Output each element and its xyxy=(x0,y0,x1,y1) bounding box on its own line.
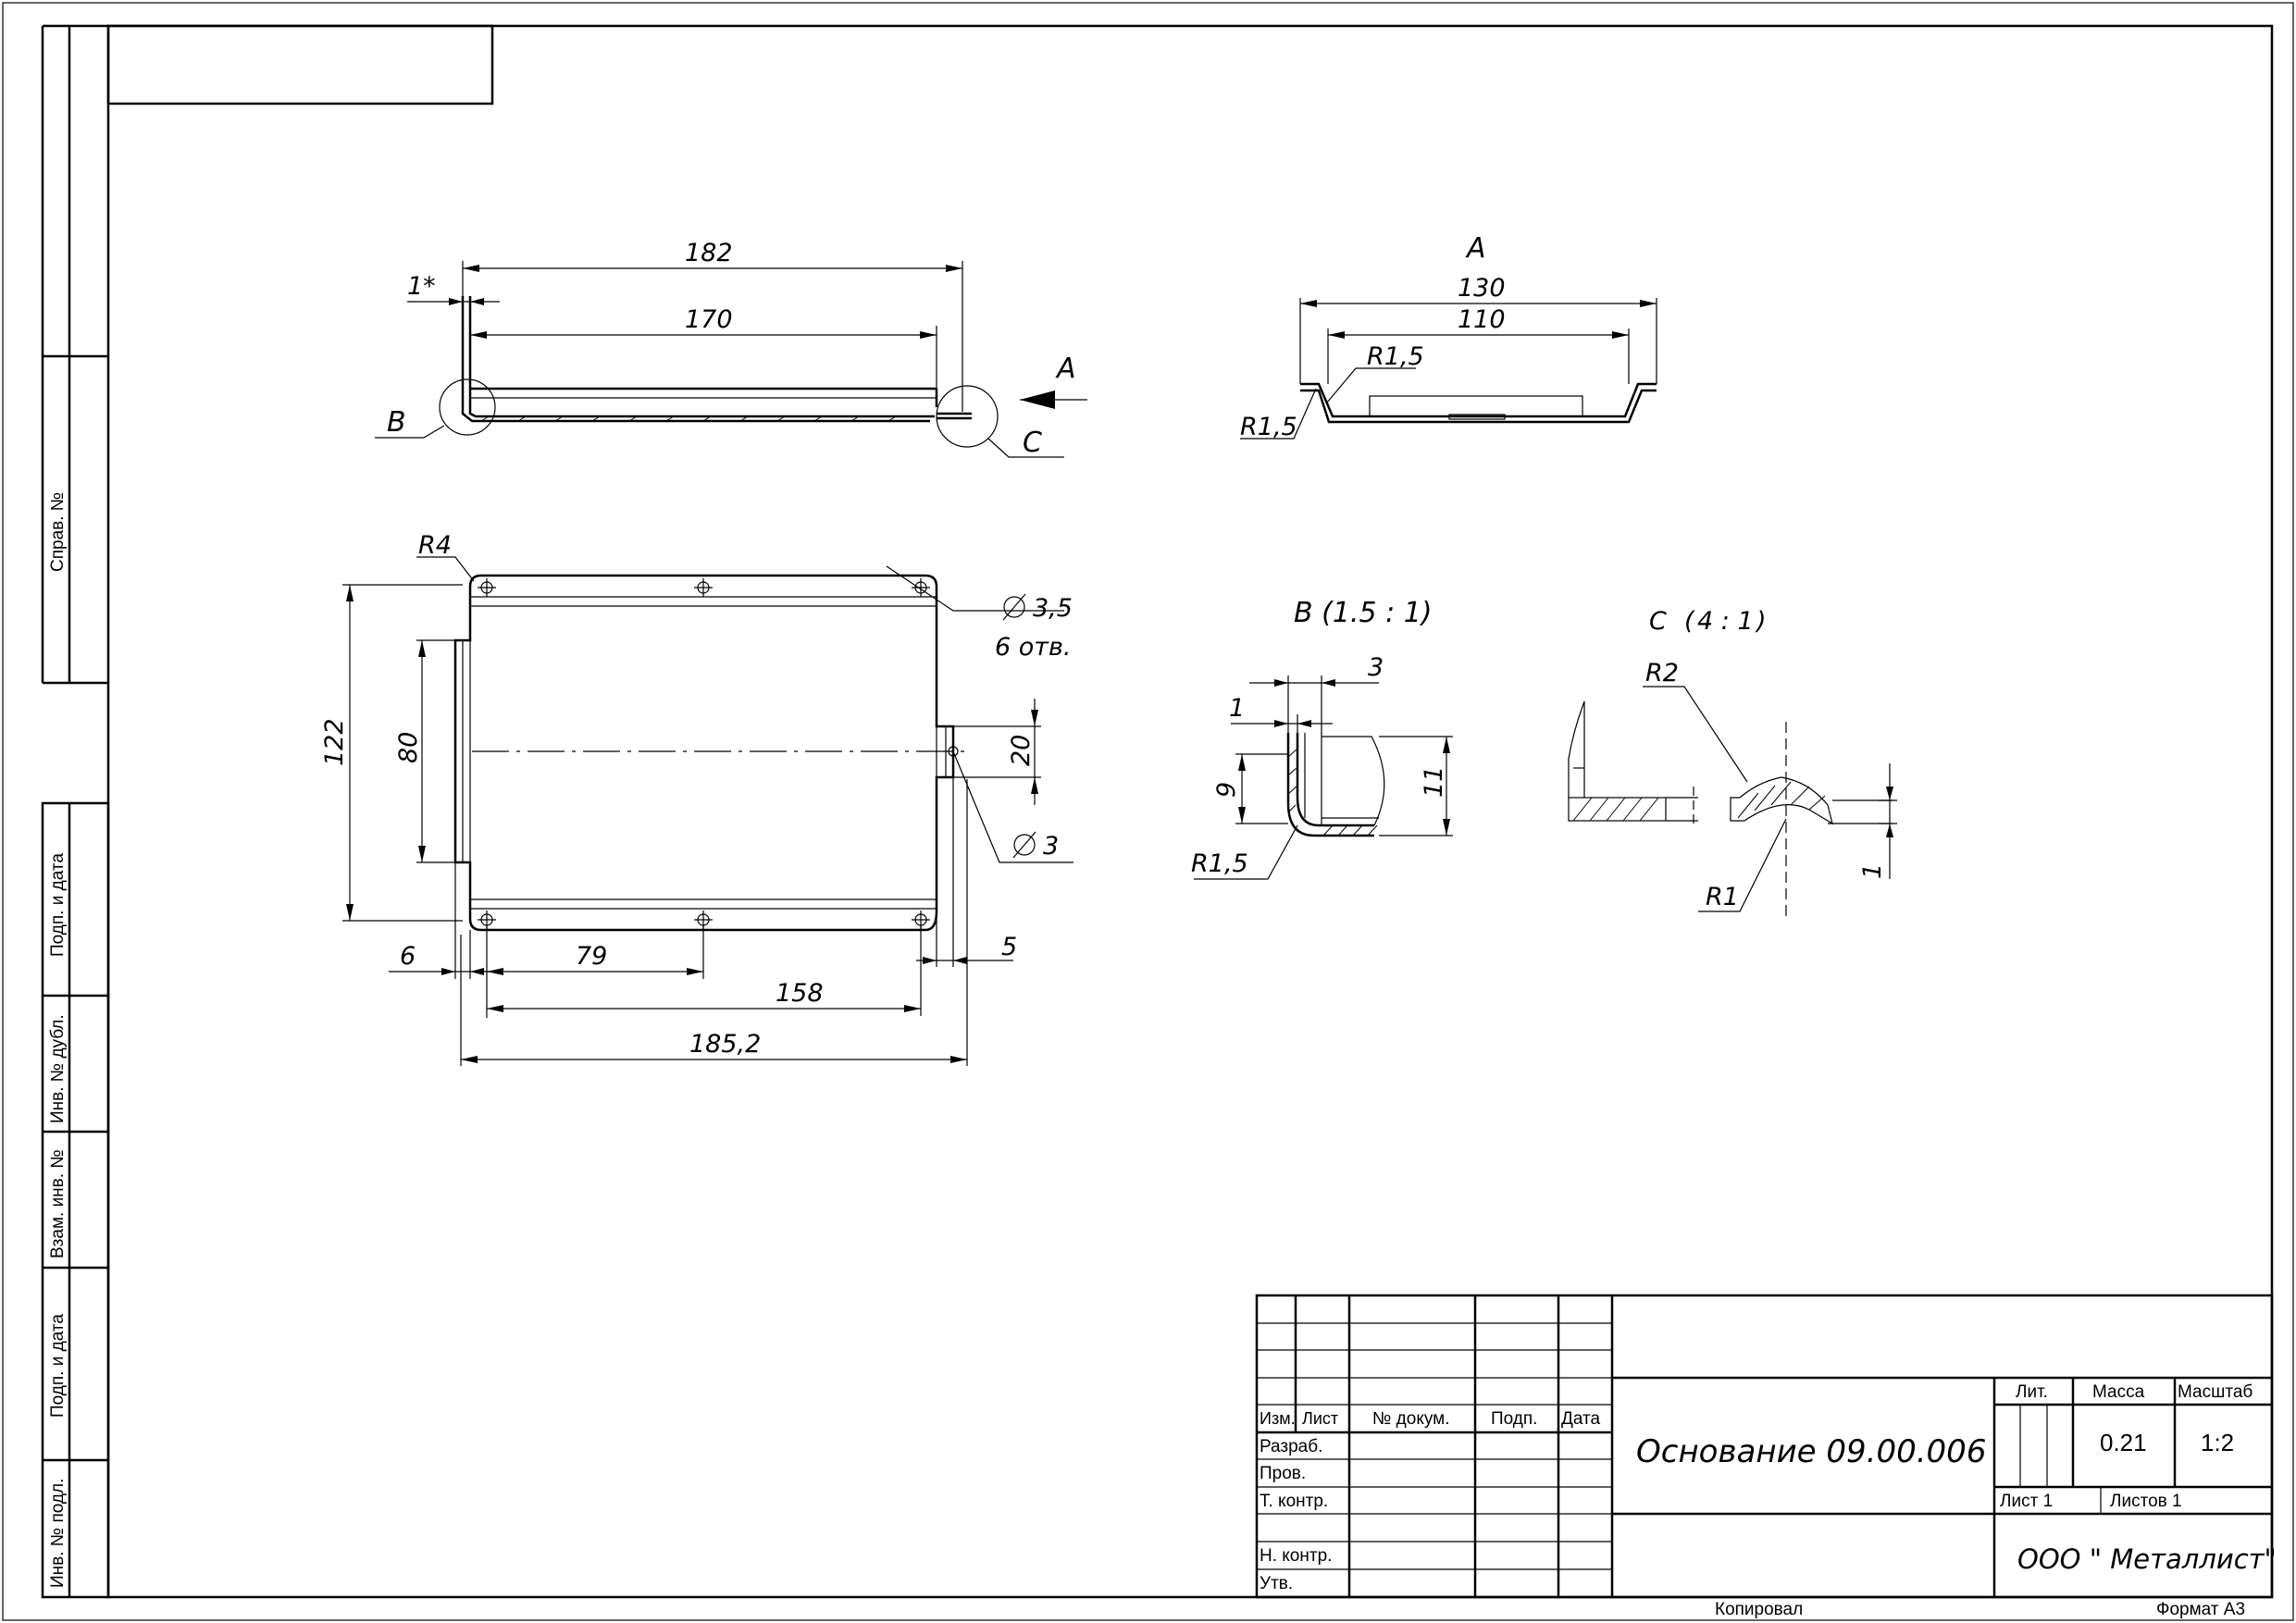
dim-80: 80 xyxy=(394,732,423,763)
sheet-footer: Копировал Формат А3 xyxy=(1715,1600,2245,1619)
col-data: Дата xyxy=(1561,1409,1601,1429)
sheet-count: Листов 1 xyxy=(2110,1492,2182,1511)
detail-b-title: B (1.5 : 1) xyxy=(1294,597,1433,629)
dim-20: 20 xyxy=(1007,735,1036,766)
dim-170: 170 xyxy=(685,305,733,334)
organization: ООО " Металлист" xyxy=(2017,1543,2277,1575)
side-label-inv-dubl: Инв. № дубл. xyxy=(48,1014,68,1123)
detail-b-dim-1: 1 xyxy=(1229,694,1245,723)
view-a: A 130 110 R1,5 R1,5 xyxy=(1240,232,1657,441)
detail-c-paren-close: ) xyxy=(1755,607,1767,636)
dim-130: 130 xyxy=(1458,274,1506,303)
row-prov: Пров. xyxy=(1260,1464,1306,1483)
hole-diameter: 3,5 xyxy=(1033,594,1073,623)
detail-c-dim-1: 1 xyxy=(1858,863,1887,879)
side-label-vzam-inv: Взам. инв. № xyxy=(48,1149,68,1258)
hole-diameter-3: 3 xyxy=(1043,832,1059,861)
detail-c-paren-open: ( xyxy=(1684,607,1695,636)
side-label-podp-data-1: Подп. и дата xyxy=(48,853,68,957)
view-a-title: A xyxy=(1465,232,1486,265)
detail-c-letter: C xyxy=(1649,607,1667,636)
detail-c-r2: R2 xyxy=(1645,659,1679,688)
col-dokum: № докум. xyxy=(1372,1409,1449,1429)
sheet-number: Лист 1 xyxy=(2000,1492,2053,1511)
detail-c: C ( 4 : 1 ) R2 R1 1 xyxy=(1568,607,1897,916)
masshtab-label: Масштаб xyxy=(2178,1382,2253,1402)
lit-label: Лит. xyxy=(2016,1382,2048,1402)
detail-b-dim-11: 11 xyxy=(1420,766,1448,798)
col-list: Лист xyxy=(1302,1409,1338,1428)
col-podp: Подп. xyxy=(1491,1409,1537,1429)
dim-185-2: 185,2 xyxy=(689,1030,761,1059)
footer-copied: Копировал xyxy=(1715,1600,1803,1619)
detail-b-radius: R1,5 xyxy=(1191,849,1248,878)
dim-6: 6 xyxy=(400,942,416,971)
hole-count: 6 отв. xyxy=(995,633,1072,662)
detail-b-dim-9: 9 xyxy=(1212,782,1241,798)
dim-1-star: 1* xyxy=(407,272,436,301)
dim-182: 182 xyxy=(685,239,733,267)
radius-top: R1,5 xyxy=(1367,342,1424,371)
radius-r4: R4 xyxy=(418,531,452,560)
row-utv: Утв. xyxy=(1260,1574,1293,1593)
row-nkontr: Н. контр. xyxy=(1260,1546,1332,1566)
dim-122: 122 xyxy=(320,718,349,766)
title-block: Изм. Лист № докум. Подп. Дата Разраб. Пр… xyxy=(1255,1294,2277,1599)
designation: Основание 09.00.006 xyxy=(1636,1433,1986,1470)
dim-158: 158 xyxy=(776,979,824,1008)
label-detail-b: B xyxy=(387,406,406,439)
side-label-inv-podl: Инв. № подл. xyxy=(48,1479,68,1588)
dim-110: 110 xyxy=(1458,305,1506,334)
label-detail-c: C xyxy=(1023,427,1042,459)
dim-5: 5 xyxy=(1001,933,1017,961)
side-label-podp-data-2: Подп. и дата xyxy=(48,1314,68,1418)
label-view-a: A xyxy=(1055,353,1076,385)
footer-format: Формат А3 xyxy=(2156,1600,2245,1619)
row-tkontr: Т. контр. xyxy=(1260,1492,1328,1511)
detail-c-scale: 4 : 1 xyxy=(1697,607,1754,636)
masshtab-value: 1:2 xyxy=(2201,1429,2234,1456)
radius-left: R1,5 xyxy=(1240,413,1297,441)
plan-view: R4 3,5 6 отв. 122 80 20 3 6 79 5 158 185… xyxy=(320,531,1074,1066)
massa-value: 0.21 xyxy=(2100,1429,2147,1456)
side-label-sprav-no: Справ. № xyxy=(48,492,68,572)
dim-79: 79 xyxy=(576,942,607,971)
side-view: 182 170 1* B C A xyxy=(375,239,1087,459)
detail-b: B (1.5 : 1) 3 1 xyxy=(1191,597,1453,880)
massa-label: Масса xyxy=(2092,1382,2145,1402)
detail-b-dim-3: 3 xyxy=(1368,653,1384,682)
row-razrab: Разраб. xyxy=(1260,1437,1322,1456)
col-izm: Изм. xyxy=(1260,1409,1296,1428)
side-stamp: Справ. № Подп. и дата Инв. № дубл. Взам.… xyxy=(41,24,110,1599)
detail-c-r1: R1 xyxy=(1706,883,1739,911)
hole-diameter-label: 3,5 xyxy=(1002,593,1073,623)
hole-diameter-3-label: 3 xyxy=(1012,831,1059,861)
